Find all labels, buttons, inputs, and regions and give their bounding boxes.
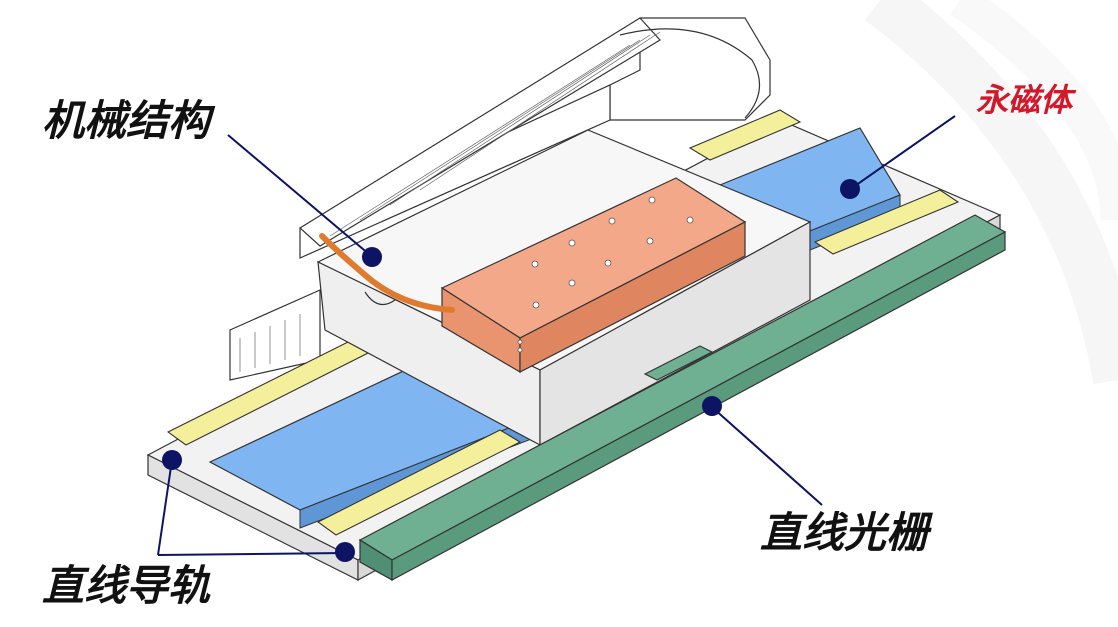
label-linear-grating: 直线光栅: [760, 508, 929, 557]
callout-dot-scale: [702, 396, 722, 416]
callout-line-mech: [227, 134, 371, 256]
callout-dots: [162, 179, 860, 562]
label-mechanical-structure: 机械结构: [42, 96, 211, 145]
label-permanent-magnet: 永磁体: [976, 81, 1073, 119]
callout-line-scale: [712, 407, 823, 506]
cable-chain: [229, 17, 771, 381]
motor-cable: [319, 233, 455, 313]
callout-line-guide-a: [157, 459, 173, 556]
callout-dot-guide-b: [335, 542, 355, 562]
callout-line-guide-b: [157, 552, 346, 556]
callout-dot-mech: [362, 247, 382, 267]
label-linear-guide: 直线导轨: [42, 561, 211, 610]
background-swirl: [864, 0, 1118, 385]
coil-block: [440, 177, 747, 374]
callout-dot-mag: [840, 179, 860, 199]
callout-line-mag: [851, 115, 956, 189]
grating-read-head: [643, 345, 714, 381]
callout-lines: [157, 115, 956, 556]
callout-dot-guide-a: [162, 450, 182, 470]
linear-grating-bar: [358, 214, 1007, 582]
